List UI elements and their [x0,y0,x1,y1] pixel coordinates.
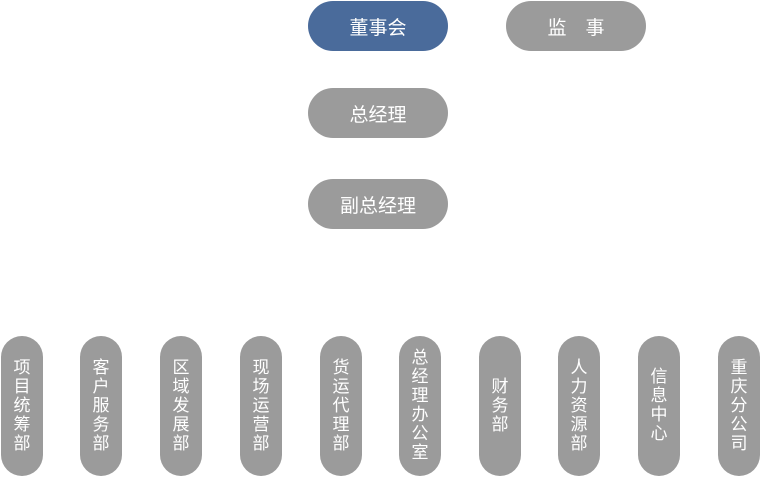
supervisor-label: 监 事 [547,16,605,39]
department-label: 信息中心 [650,367,668,444]
department-node: 货运代理部 [320,336,362,476]
department-node: 信息中心 [638,336,680,476]
department-node: 客户服务部 [80,336,122,476]
department-label: 客户服务部 [92,357,110,454]
general-manager-label: 总经理 [349,103,407,126]
department-label: 重庆分公司 [730,357,748,454]
department-label: 人力资源部 [570,357,588,454]
department-node: 总经理办公室 [399,336,441,476]
department-label: 区域发展部 [172,357,190,454]
deputy-general-manager-node: 副总经理 [308,179,448,229]
department-node: 项目统筹部 [1,336,43,476]
department-node: 财务部 [479,336,521,476]
deputy-general-manager-label: 副总经理 [339,194,416,217]
department-node: 现场运营部 [240,336,282,476]
department-label: 总经理办公室 [411,348,429,463]
department-node: 区域发展部 [160,336,202,476]
board-node: 董事会 [308,1,448,51]
department-node: 人力资源部 [558,336,600,476]
department-label: 货运代理部 [332,357,350,454]
department-label: 项目统筹部 [13,357,31,454]
general-manager-node: 总经理 [308,88,448,138]
department-node: 重庆分公司 [718,336,760,476]
supervisor-node: 监 事 [506,1,646,51]
department-label: 现场运营部 [252,357,270,454]
department-label: 财务部 [491,376,509,435]
board-label: 董事会 [349,16,407,39]
